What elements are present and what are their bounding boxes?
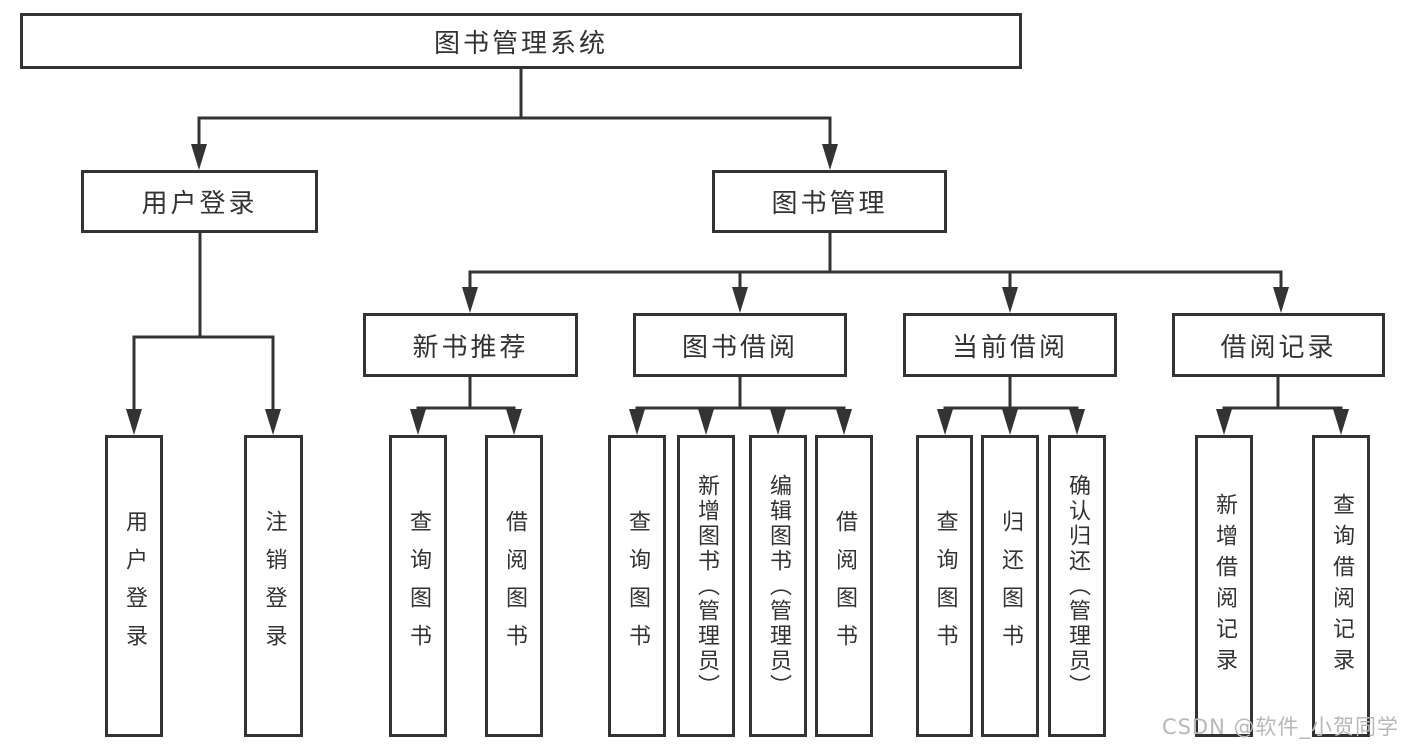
- node-borrowing-records: 借阅记录: [1172, 313, 1385, 377]
- node-confirm-return-admin: 确认归还（管理员）: [1048, 435, 1106, 737]
- node-logout-leaf: 注销登录: [244, 435, 303, 737]
- node-add-book-admin: 新增图书（管理员）: [677, 435, 735, 737]
- node-user-login-leaf: 用户登录: [105, 435, 163, 737]
- node-add-borrow-record: 新增借阅记录: [1195, 435, 1253, 737]
- node-book-borrowing: 图书借阅: [633, 313, 847, 377]
- node-query-books-current: 查询图书: [916, 435, 973, 737]
- node-query-books-recommend: 查询图书: [389, 435, 447, 737]
- node-query-borrow-record: 查询借阅记录: [1312, 435, 1370, 737]
- node-borrow-books-recommend: 借阅图书: [485, 435, 543, 737]
- node-book-management-branch: 图书管理: [712, 170, 947, 233]
- node-current-borrowing: 当前借阅: [903, 313, 1117, 377]
- arrowheads: [126, 144, 1349, 435]
- node-library-management-system: 图书管理系统: [20, 13, 1022, 69]
- csdn-watermark: CSDN @软件_小贺同学: [1161, 715, 1399, 739]
- node-return-book: 归还图书: [981, 435, 1039, 737]
- node-borrow-books-leaf: 借阅图书: [815, 435, 873, 737]
- node-user-login-branch: 用户登录: [81, 170, 318, 233]
- node-new-book-recommendation: 新书推荐: [363, 313, 578, 377]
- node-query-books-borrow: 查询图书: [608, 435, 666, 737]
- node-edit-book-admin: 编辑图书（管理员）: [749, 435, 807, 737]
